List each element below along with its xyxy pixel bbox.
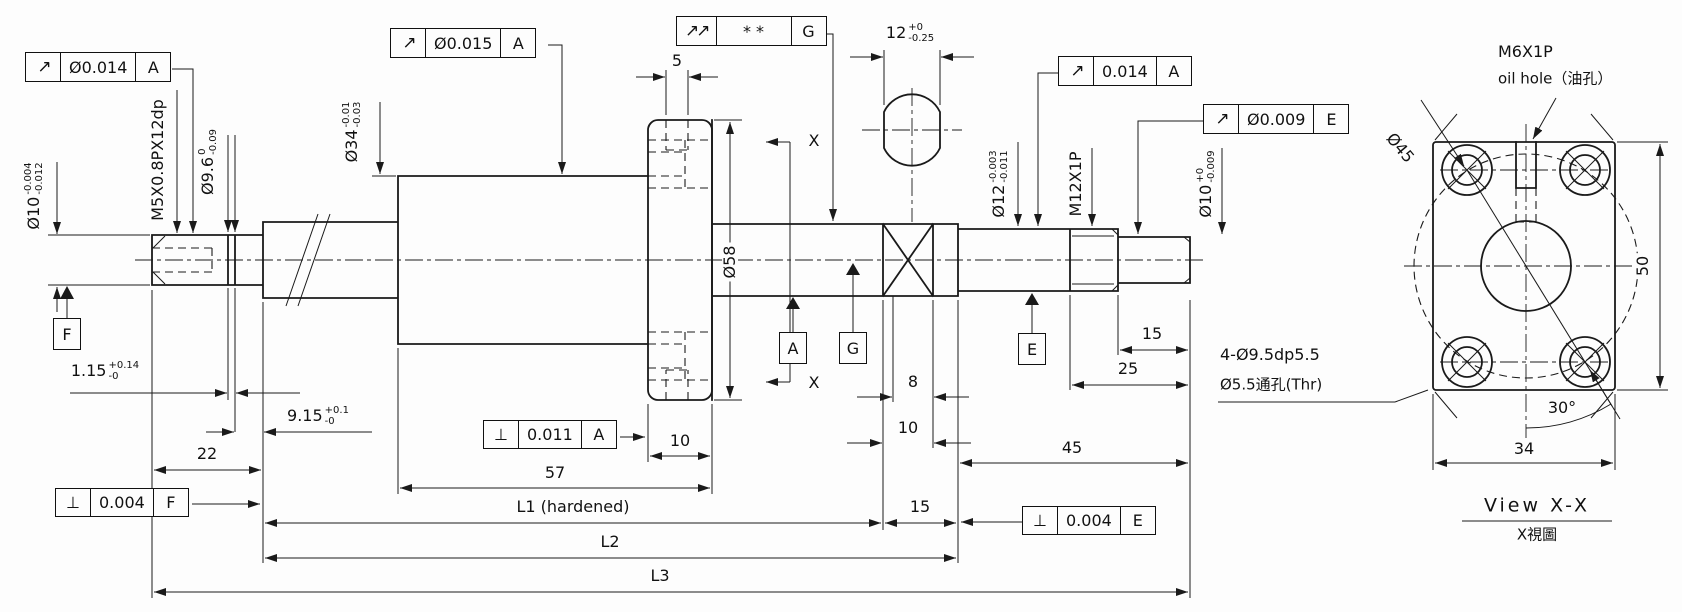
fcf-circular-runout-tip: ↗ Ø0.009 E — [1203, 104, 1350, 134]
tolerance-value: 0.011 — [519, 421, 582, 448]
runout-icon: ↗ — [1059, 57, 1094, 85]
dim-57: 57 — [544, 463, 566, 482]
total-runout-icon: ↗↗ — [677, 17, 717, 45]
datum-ref: E — [1132, 511, 1143, 530]
datum-ref: A — [1168, 61, 1180, 81]
datum-e: E — [1018, 333, 1046, 365]
fcf-perpendicularity-a: ⊥ 0.011 A — [483, 420, 617, 449]
dim-15-mid: 15 — [909, 497, 931, 516]
endview-thread-label: M6X1P — [1498, 42, 1553, 61]
datum-ref: A — [593, 425, 605, 444]
runout-icon: ↗ — [1204, 105, 1239, 133]
endview-oil-hole-label: oil hole（油孔） — [1498, 69, 1613, 88]
note-holes-1: 4-Ø9.5dp5.5 — [1220, 345, 1320, 364]
dim-l1: L1 (hardened) — [516, 497, 630, 516]
tolerance-value: * * — [717, 17, 792, 45]
label-dia9-6: Ø9.6 0-0.09 — [197, 129, 219, 195]
dim-22: 22 — [196, 444, 218, 463]
dim-flats-width: 12 +0-0.25 — [885, 22, 935, 44]
note-holes-2: Ø5.5通孔(Thr) — [1220, 375, 1323, 394]
dim-45: 45 — [1061, 438, 1083, 457]
tolerance-value: 0.014 — [1094, 57, 1157, 85]
fcf-total-runout-star: ↗↗ * * G — [676, 16, 827, 46]
perpendicularity-icon: ⊥ — [484, 421, 519, 448]
label-dia10-left: Ø10 -0.004-0.012 — [23, 162, 45, 230]
endview-dim-34: 34 — [1513, 439, 1535, 458]
datum-triangles — [60, 263, 1039, 333]
datum-ref: E — [1326, 109, 1337, 129]
datum-ref: G — [802, 21, 815, 41]
dim-15-right: 15 — [1141, 324, 1163, 343]
dim-l2: L2 — [600, 532, 620, 551]
dim-groove-width: 1.15 +0.14-0 — [70, 360, 140, 382]
main-view — [48, 33, 1429, 598]
fcf-circular-runout-left: ↗ Ø0.014 A — [25, 52, 172, 82]
endview-angle-30: 30° — [1547, 398, 1577, 417]
dim-l3: L3 — [650, 566, 670, 585]
section-mark-x-bottom: X — [808, 373, 820, 392]
tolerance-value: Ø0.015 — [426, 29, 502, 57]
datum-ref: F — [166, 493, 176, 512]
tolerance-value: Ø0.009 — [1239, 105, 1315, 133]
label-dia12: Ø12 -0.003-0.011 — [988, 150, 1010, 218]
section-mark-x-top: X — [808, 131, 820, 150]
datum-f: F — [53, 318, 81, 350]
runout-icon: ↗ — [391, 29, 426, 57]
dim-slot-5: 5 — [671, 51, 683, 70]
dim-10-right: 10 — [897, 418, 919, 437]
perpendicularity-icon: ⊥ — [1023, 507, 1058, 534]
tolerance-value: 0.004 — [91, 489, 154, 516]
fcf-perpendicularity-f: ⊥ 0.004 F — [55, 488, 189, 517]
endview-dim-50: 50 — [1633, 252, 1652, 280]
fcf-circular-runout-right: ↗ 0.014 A — [1058, 56, 1192, 86]
datum-ref: A — [147, 57, 159, 77]
dim-8: 8 — [907, 372, 919, 391]
fcf-perpendicularity-e: ⊥ 0.004 E — [1022, 506, 1156, 535]
datum-a: A — [779, 332, 807, 364]
runout-icon: ↗ — [26, 53, 61, 81]
label-dia58: Ø58 — [720, 242, 739, 282]
fcf-circular-runout-mid: ↗ Ø0.015 A — [390, 28, 537, 58]
perpendicularity-icon: ⊥ — [56, 489, 91, 516]
label-dia10-right: Ø10 +0-0.009 — [1195, 150, 1217, 218]
datum-g: G — [839, 332, 867, 364]
tolerance-value: 0.004 — [1058, 507, 1121, 534]
label-thread-left: M5X0.8PX12dp — [148, 99, 167, 221]
end-view — [1404, 97, 1668, 522]
view-title-cn: X視圖 — [1516, 525, 1558, 544]
dim-25: 25 — [1117, 359, 1139, 378]
label-thread-right: M12X1P — [1066, 151, 1085, 217]
label-dia34: Ø34 -0.01-0.03 — [341, 101, 363, 163]
datum-ref: A — [512, 33, 524, 53]
dim-groove-pos: 9.15 +0.1-0 — [287, 405, 349, 427]
tolerance-value: Ø0.014 — [61, 53, 137, 81]
view-title: View X-X — [1483, 494, 1591, 517]
dim-flange-10: 10 — [669, 431, 691, 450]
